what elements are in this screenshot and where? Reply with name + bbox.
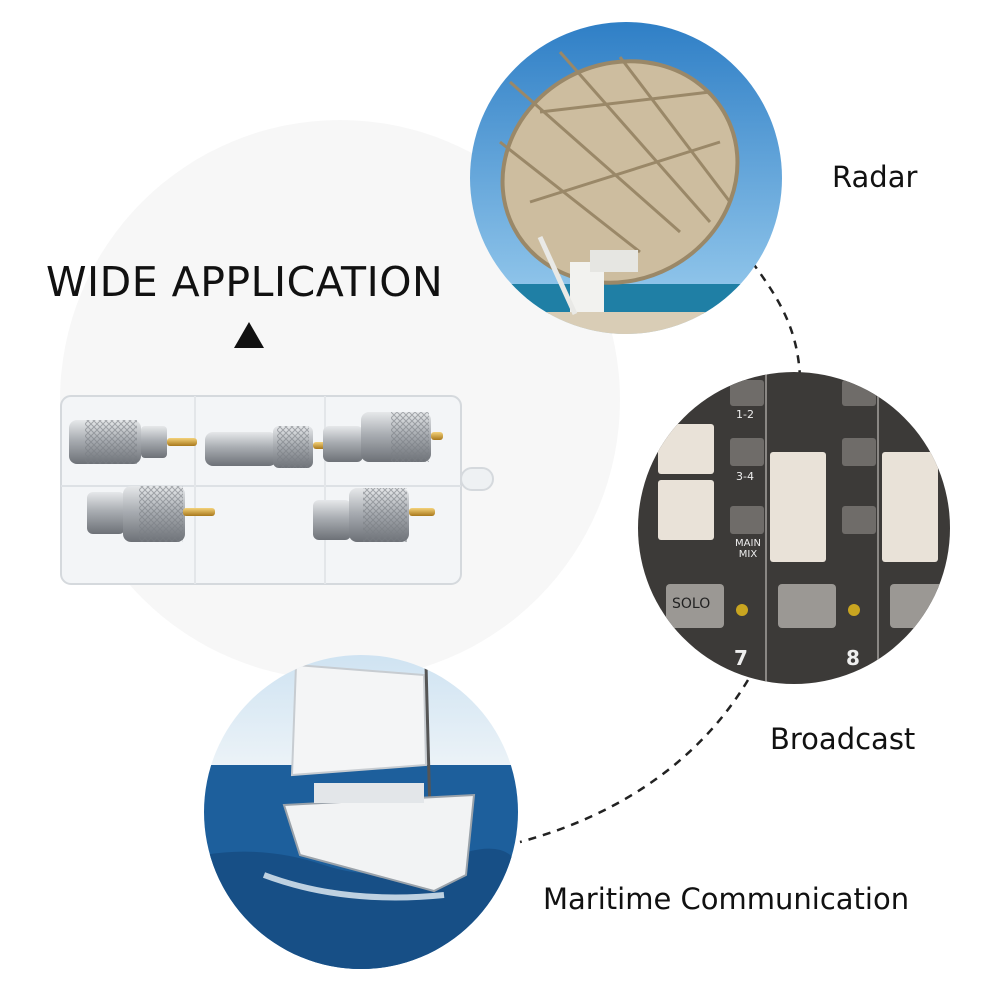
application-label-broadcast: Broadcast xyxy=(770,722,916,756)
broadcast-photo: 1-2 3-4 MAIN MIX SOLO 7 8 xyxy=(638,372,950,684)
application-label-radar: Radar xyxy=(832,160,918,194)
triangle-up-icon xyxy=(234,322,264,348)
maritime-photo xyxy=(204,655,518,969)
mixer-label-1-2: 1-2 xyxy=(736,408,754,421)
mixer-label-main-mix: MAIN MIX xyxy=(735,538,761,560)
connector-box-photo xyxy=(60,395,494,585)
mixer-label-3-4: 3-4 xyxy=(736,470,754,483)
radar-photo xyxy=(470,22,782,334)
page-title: WIDE APPLICATION xyxy=(46,258,444,306)
mixer-label-solo: SOLO xyxy=(672,596,711,612)
mixer-channel-7: 7 xyxy=(734,646,748,670)
application-label-maritime: Maritime Communication xyxy=(543,882,910,916)
mixer-channel-8: 8 xyxy=(846,646,860,670)
